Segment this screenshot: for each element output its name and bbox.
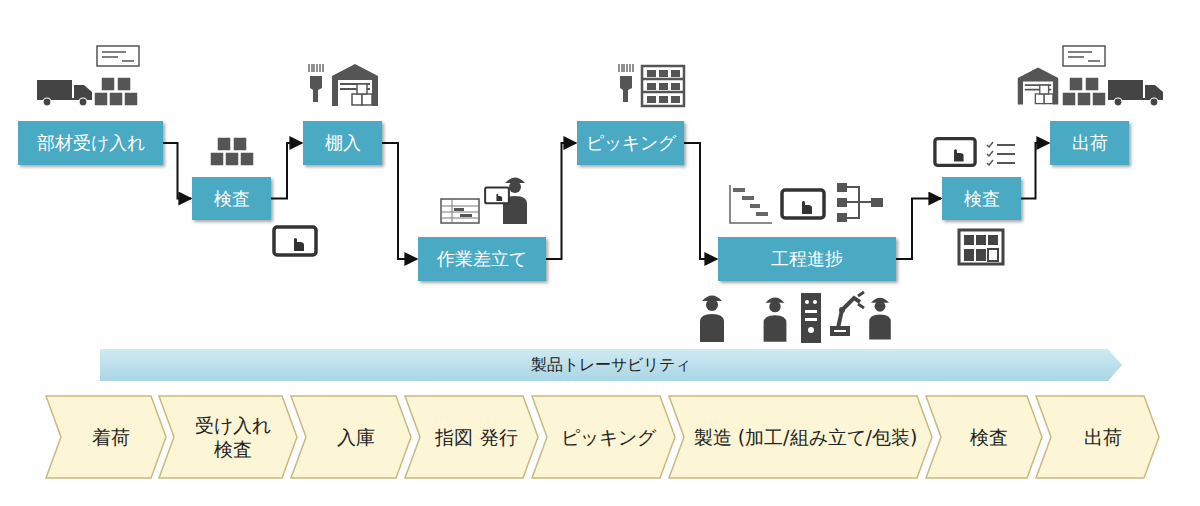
node-label: ピッキング [586, 131, 676, 155]
outline [532, 396, 675, 478]
node-label: 入庫 [327, 425, 375, 449]
control-cabinet-icon [801, 293, 821, 343]
schedule-sheet-icon [441, 199, 479, 223]
node-label: 製造 (加工/組み立て/包装) [684, 425, 918, 449]
chevron-step: 受け入れ 検査 [158, 395, 298, 479]
process-box: 工程進捗 [718, 237, 896, 281]
warehouse-icon [1018, 68, 1058, 105]
flowchart-icon [837, 183, 883, 222]
node-label: 製品トレーサビリティ [531, 355, 691, 376]
chevron-step: 入庫 [290, 395, 412, 479]
tablet-icon [935, 139, 975, 166]
worker-icon [869, 298, 891, 340]
process-box: ピッキング [577, 121, 684, 165]
node-label: 棚入 [325, 131, 361, 155]
process-box: 出荷 [1050, 121, 1129, 165]
pallet-icon [210, 137, 254, 166]
flow-connector [684, 143, 717, 259]
chevron-step: 着荷 [45, 395, 167, 479]
tablet-icon [485, 188, 509, 204]
truck-icon [37, 80, 92, 106]
robot-arm-icon [832, 292, 864, 334]
node-label: 検査 [964, 187, 1000, 211]
boxes-icon [94, 77, 138, 106]
tablet-icon [782, 190, 824, 218]
flow-connector [546, 143, 576, 259]
chevron-step: 指図 発行 [404, 395, 539, 479]
node-label: 受け入れ 検査 [173, 413, 283, 461]
traceability-band: 製品トレーサビリティ [100, 349, 1122, 381]
node-label: 作業差立て [437, 247, 527, 271]
process-box: 部材受け入れ [18, 121, 163, 165]
boxes-icon [1062, 77, 1106, 106]
node-label: 工程進捗 [771, 247, 843, 271]
chevron-step: 製造 (加工/組み立て/包装) [668, 395, 933, 479]
tablet-icon [274, 227, 316, 255]
document-icon [97, 46, 139, 66]
node-label: 検査 [214, 187, 250, 211]
inspection-panel-icon [959, 230, 1003, 264]
flow-connector [1021, 143, 1049, 199]
process-box: 棚入 [303, 121, 382, 165]
flow-connector [896, 199, 941, 260]
flow-connector [271, 143, 302, 199]
chevron-shape [158, 395, 298, 479]
truck-icon [1108, 80, 1163, 106]
document-icon [1063, 46, 1105, 66]
process-box: 作業差立て [418, 237, 546, 281]
node-label: 着荷 [82, 425, 130, 449]
checklist-icon [987, 142, 1015, 165]
shelf-icon [642, 66, 684, 106]
outline [405, 396, 538, 478]
chevron-step: 検査 [925, 395, 1043, 479]
process-box: 検査 [192, 177, 271, 220]
outline [1036, 396, 1159, 478]
flow-connector [382, 143, 417, 259]
outline [159, 396, 297, 478]
node-label: 部材受け入れ [37, 131, 145, 155]
barcode-scanner-icon [619, 64, 633, 102]
node-label: 出荷 [1074, 425, 1122, 449]
chevron-step: 出荷 [1035, 395, 1160, 479]
process-box: 検査 [942, 177, 1021, 220]
outline [291, 396, 411, 478]
flow-connector [163, 143, 191, 199]
barcode-scanner-icon [309, 64, 323, 102]
outline [46, 396, 166, 478]
chevron-step: ピッキング [531, 395, 676, 479]
node-label: 出荷 [1072, 131, 1108, 155]
warehouse-icon [332, 64, 378, 106]
node-label: 検査 [960, 425, 1008, 449]
welder-icon [700, 296, 724, 343]
worker-icon [764, 298, 787, 342]
gantt-chart-icon [730, 185, 772, 223]
outline [926, 396, 1042, 478]
node-label: 指図 発行 [425, 425, 517, 449]
outline [669, 396, 932, 478]
outline [100, 349, 1122, 381]
node-label: ピッキング [551, 425, 656, 449]
